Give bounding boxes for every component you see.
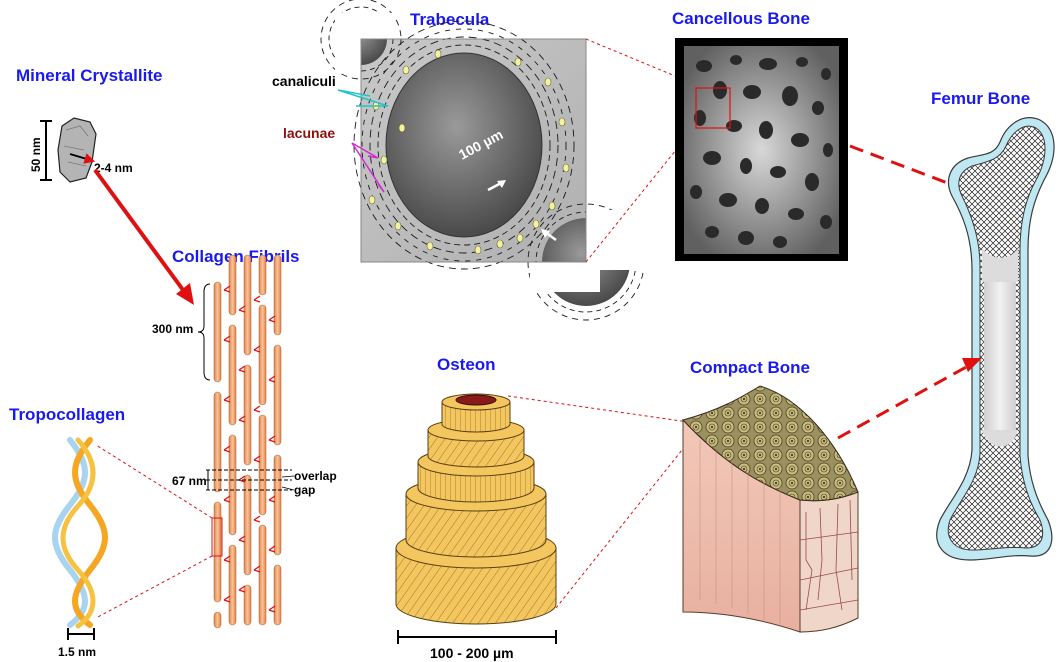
trabecula-title: Trabecula <box>410 10 490 29</box>
compact-bone-title: Compact Bone <box>690 358 810 377</box>
crystal-length-label: 50 nm <box>29 137 43 172</box>
gap-label: gap <box>294 483 315 497</box>
osteon <box>396 394 556 624</box>
osteon-scale-label: 100 - 200 µm <box>430 645 514 661</box>
tropocollagen-helix <box>55 440 105 626</box>
collagen-fibrils: 300 nm 67 nm overlap gap <box>152 255 337 628</box>
tropocollagen-title: Tropocollagen <box>9 405 125 424</box>
crystal-thickness-label: 2-4 nm <box>94 161 133 175</box>
lacunae-label: lacunae <box>283 125 335 141</box>
overlap-label: overlap <box>294 469 337 483</box>
tropocollagen-scale <box>68 628 94 640</box>
osteon-title: Osteon <box>437 355 496 374</box>
canaliculi-label: canaliculi <box>272 73 336 89</box>
fibril-67nm-label: 67 nm <box>172 474 207 488</box>
tropocollagen-connector <box>96 445 212 618</box>
cancellous-bone-title: Cancellous Bone <box>672 9 810 28</box>
femur-bone <box>937 118 1054 560</box>
tropocollagen-width-label: 1.5 nm <box>58 645 96 659</box>
fibril-300nm-label: 300 nm <box>152 322 193 336</box>
crystal-to-fibril-arrow <box>95 170 186 294</box>
osteon-scale <box>398 630 556 644</box>
compact-bone <box>683 386 858 632</box>
mineral-crystallite-title: Mineral Crystallite <box>16 66 162 85</box>
compact-to-femur-arrow <box>838 366 968 438</box>
mineral-crystallite: 50 nm 2-4 nm <box>29 118 133 182</box>
cancellous-bone-panel <box>675 38 848 261</box>
femur-bone-title: Femur Bone <box>931 89 1030 108</box>
trabecula-panel: 100 µm <box>321 0 646 320</box>
